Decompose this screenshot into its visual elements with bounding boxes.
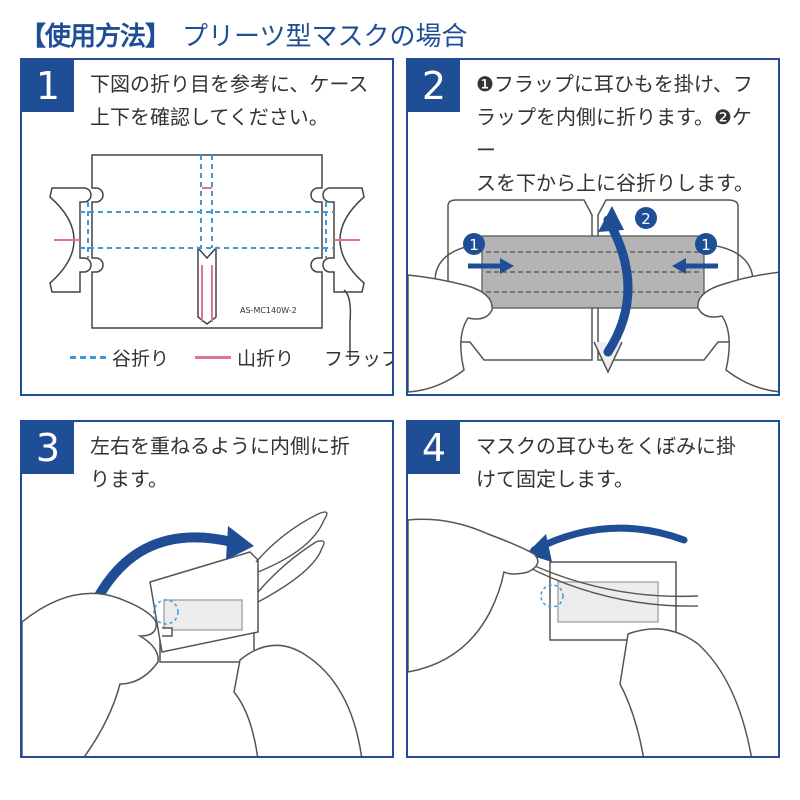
left-push-arrow: 1 (463, 233, 514, 274)
valley-fold-lines (80, 155, 334, 258)
mountain-fold-label: 山折り (237, 348, 295, 370)
step-4-illustration (408, 518, 752, 756)
step-3-text: 左右を重ねるように内側に折 ります。 (90, 430, 380, 496)
mountain-fold-lines (54, 187, 360, 322)
step-3-panel: 3 左右を重ねるように内側に折 ります。 (20, 420, 394, 758)
valley-fold-swatch (70, 356, 106, 359)
case-fold-diagram (49, 154, 365, 360)
mountain-fold-swatch (195, 356, 232, 359)
fold-over-arrowhead (226, 526, 254, 560)
fold-up-arrowhead (598, 206, 624, 232)
step-4-panel: 4 マスクの耳ひもをくぼみに掛 けて固定します。 (406, 420, 780, 758)
right-flap (322, 187, 365, 293)
step-2-number: 2 (408, 60, 460, 112)
step-3-illustration (22, 511, 363, 756)
marker-1-right-label: 1 (701, 236, 711, 254)
step-2-illustration: 2 1 1 (408, 199, 778, 393)
step-3-number: 3 (22, 422, 74, 474)
flap-label: フラップ (324, 348, 394, 370)
step-2-text-line-2: ラップを内側に折ります。❷ケー (476, 105, 752, 162)
marker-2-circle (635, 207, 657, 229)
step-1-panel: 1 下図の折り目を参考に、ケース 上下を確認してください。 AS-MC140 (20, 58, 394, 396)
marker-2-label: 2 (641, 210, 651, 228)
step-3-text-line-1: 左右を重ねるように内側に折 (90, 434, 350, 458)
step-2-panel: 2 ❶フラップに耳ひもを掛け、フ ラップを内側に折ります。❷ケー スを下から上に… (406, 58, 780, 396)
step-3-text-line-2: ります。 (90, 467, 168, 491)
fold-up-arrow (603, 215, 633, 357)
step-4-text: マスクの耳ひもをくぼみに掛 けて固定します。 (476, 430, 766, 496)
valley-fold-label: 谷折り (112, 348, 170, 370)
page-header: 【使用方法】 プリーツ型マスクの場合 (20, 14, 468, 54)
closed-case (549, 561, 677, 641)
step-1-number: 1 (22, 60, 74, 112)
model-code: AS-MC140W-2 (240, 306, 297, 315)
step-2-text: ❶フラップに耳ひもを掛け、フ ラップを内側に折ります。❷ケー スを下から上に谷折… (476, 68, 766, 200)
fold-legend: 谷折り 山折り フラップ (70, 344, 394, 371)
flap-leader-line (343, 289, 352, 360)
step-2-text-line-3: スを下から上に谷折りします。 (476, 171, 754, 195)
step-1-text-line-2: 上下を確認してください。 (90, 105, 329, 129)
usage-label: 【使用方法】 (20, 21, 171, 52)
step-1-text: 下図の折り目を参考に、ケース 上下を確認してください。 (90, 68, 380, 134)
ear-loops (525, 561, 699, 607)
step-2-text-line-1: ❶フラップに耳ひもを掛け、フ (476, 72, 753, 96)
marker-1-left-label: 1 (469, 236, 479, 254)
notch-highlight (153, 599, 179, 625)
ear-loops (255, 511, 328, 603)
hands (408, 271, 778, 393)
wrap-arrow (530, 524, 688, 554)
left-flap (49, 187, 92, 293)
step-4-text-line-1: マスクの耳ひもをくぼみに掛 (476, 434, 736, 458)
hands (22, 592, 363, 756)
step-1-text-line-1: 下図の折り目を参考に、ケース (90, 72, 369, 96)
hands (408, 518, 752, 756)
right-push-arrow: 1 (672, 233, 718, 274)
step-4-text-line-2: けて固定します。 (476, 467, 634, 491)
mask (481, 235, 705, 309)
page-title: プリーツ型マスクの場合 (182, 21, 468, 52)
notch-highlight (540, 584, 564, 608)
case-outline (91, 154, 323, 329)
bottom-notch (197, 246, 217, 325)
step-4-number: 4 (408, 422, 460, 474)
folded-case (149, 551, 259, 663)
